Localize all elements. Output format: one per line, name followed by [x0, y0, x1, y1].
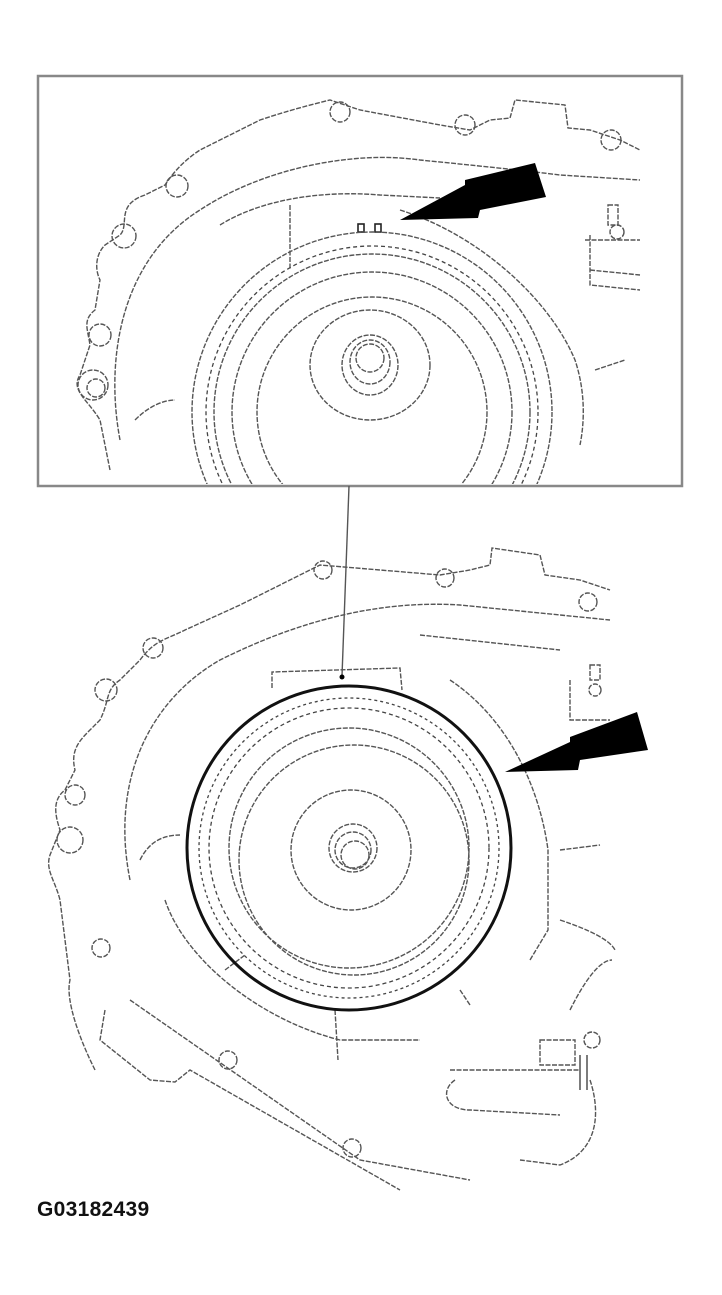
figure-id-label: G03182439 — [37, 1198, 150, 1221]
ring-gear-inset — [191, 231, 553, 484]
inset-detail-view — [36, 74, 684, 488]
ring-gear-main — [185, 684, 513, 1012]
bolt-holes — [77, 101, 622, 401]
bolt-holes-main — [56, 560, 598, 1158]
arrow-indicator-main — [505, 712, 648, 772]
leader-line — [341, 485, 350, 677]
arrow-indicator-inset — [400, 163, 546, 220]
main-view — [48, 547, 648, 1191]
